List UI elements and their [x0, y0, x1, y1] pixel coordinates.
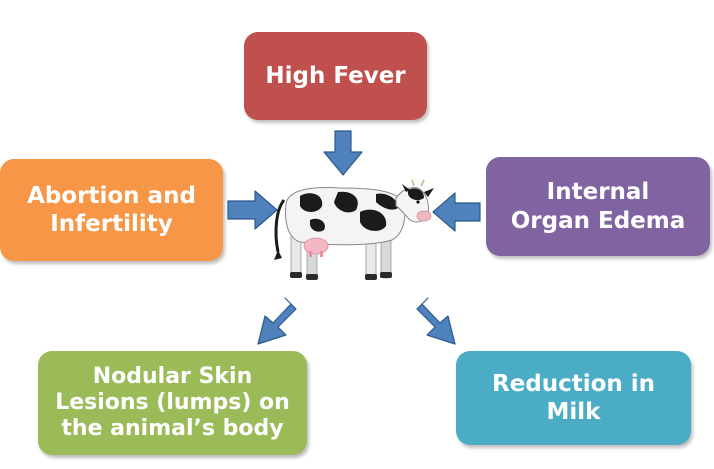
node-high-fever-line-1: High Fever [265, 62, 406, 89]
cow-icon [274, 179, 434, 280]
arrow-edema-to-cow [432, 192, 481, 232]
arrow-cow-to-milk [416, 297, 456, 345]
node-nodular-line-3: the animal’s body [61, 415, 284, 441]
node-milk-line-2: Milk [546, 399, 601, 425]
node-abortion-line-1: Abortion and [27, 182, 196, 209]
node-abortion-line-2: Infertility [50, 211, 173, 237]
node-edema-line-1: Internal [546, 179, 650, 206]
arrow-abortion-to-cow [227, 190, 278, 230]
node-nodular-line-2: Lesions (lumps) on [55, 390, 290, 416]
node-milk-line-1: Reduction in [491, 370, 656, 397]
node-abortion-infertility: Abortion and Infertility [0, 159, 223, 261]
node-reduction-in-milk: Reduction in Milk [456, 351, 691, 445]
node-edema-line-2: Organ Edema [510, 207, 686, 234]
node-nodular-line-1: Nodular Skin [92, 364, 253, 390]
node-high-fever: High Fever [244, 32, 427, 120]
node-internal-organ-edema: Internal Organ Edema [486, 157, 710, 256]
node-nodular-skin-lesions: Nodular Skin Lesions (lumps) on the anim… [38, 351, 307, 455]
arrow-fever-to-cow [323, 130, 363, 176]
arrow-cow-to-nodular [257, 297, 297, 345]
